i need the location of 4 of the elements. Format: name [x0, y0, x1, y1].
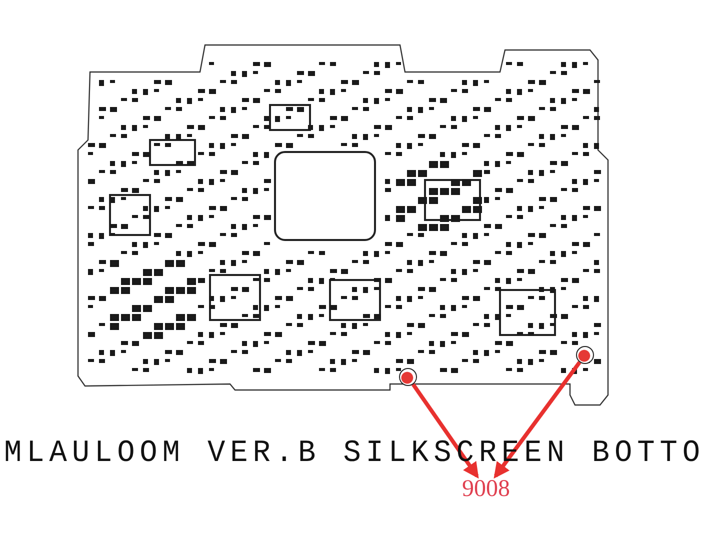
- highlighted-solder-pad: [399, 368, 417, 386]
- arrow: [494, 361, 582, 479]
- highlighted-solder-pad: [576, 346, 594, 364]
- part-number-text: 9008: [462, 476, 510, 502]
